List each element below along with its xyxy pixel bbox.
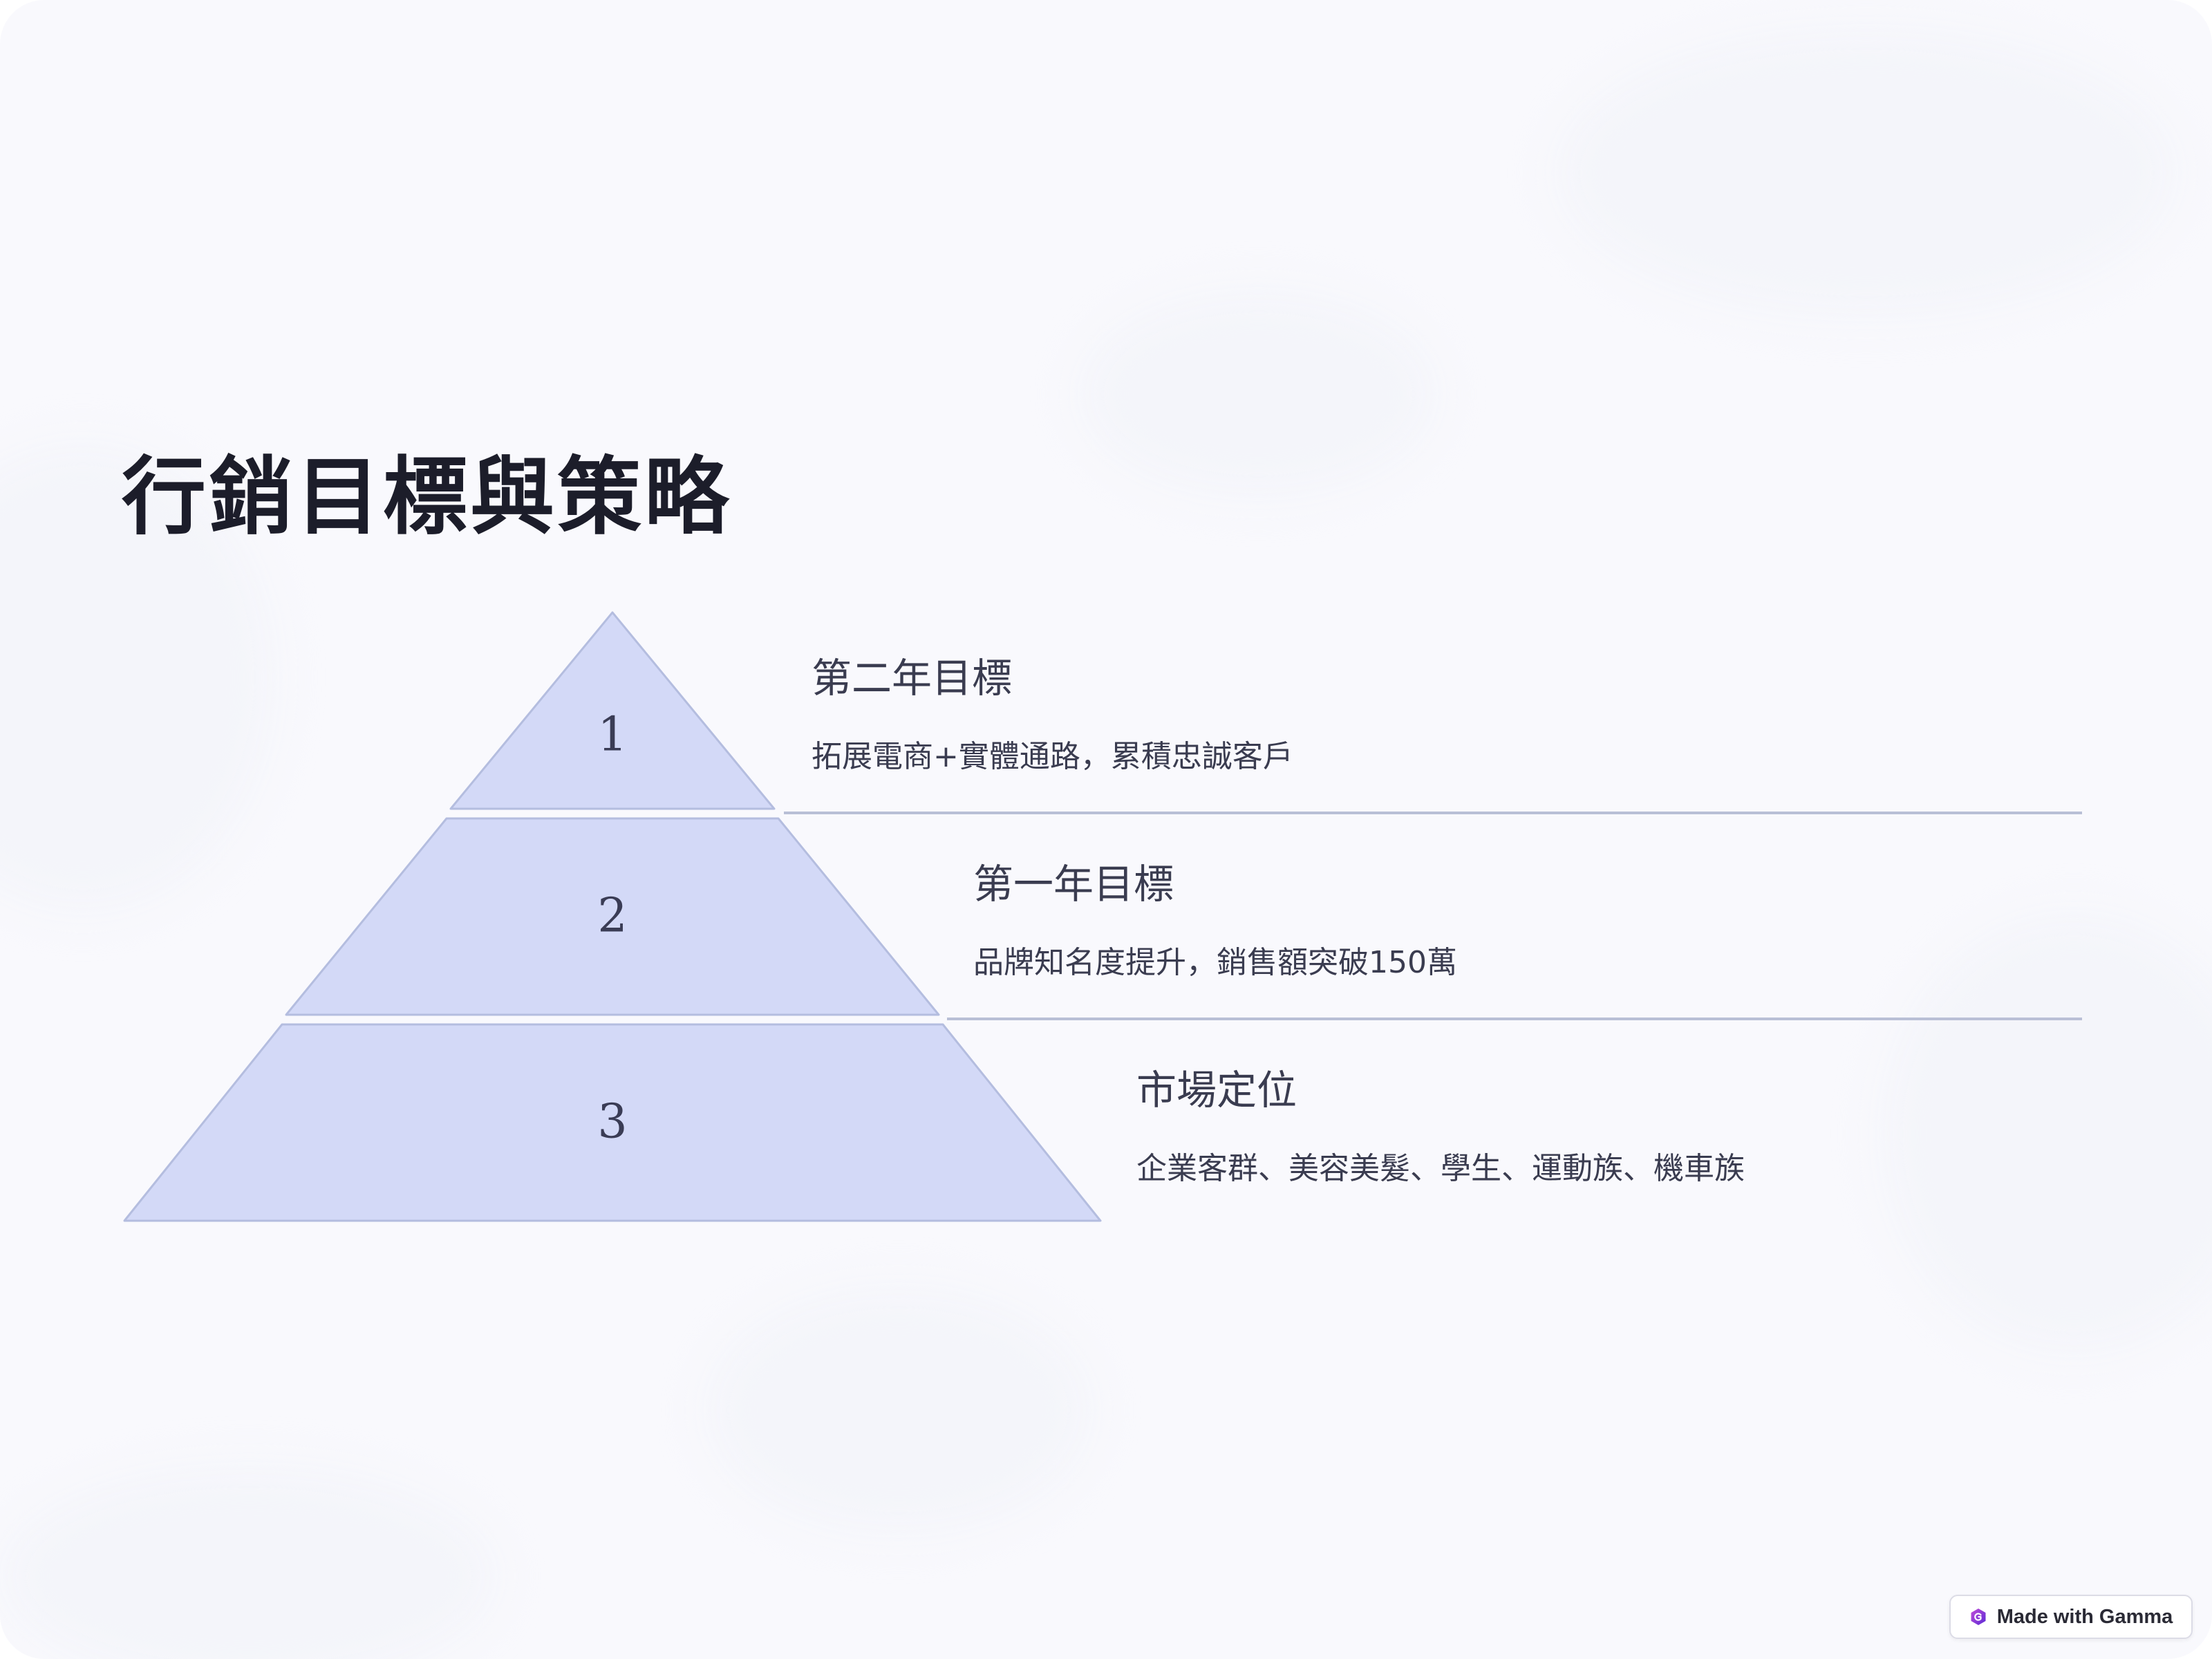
level-heading: 市場定位: [1136, 1067, 1297, 1114]
pyramid-level-3: [123, 1023, 1102, 1222]
level-description: 品牌知名度提升，銷售額突破150萬: [973, 945, 1457, 980]
background-blob: [0, 1465, 498, 1659]
level-number: 1: [597, 708, 627, 762]
gamma-logo-icon: [1971, 1609, 1986, 1625]
badge-label: Made with Gamma: [1996, 1605, 2173, 1628]
background-blob: [1078, 290, 1438, 498]
level-description: 企業客群、美容美髮、學生、運動族、機車族: [1136, 1151, 1745, 1186]
level-heading: 第二年目標: [812, 655, 1013, 702]
background-blob: [1555, 28, 2177, 318]
background-blob: [705, 1286, 1092, 1535]
level-description: 拓展電商+實體通路，累積忠誠客戶: [812, 739, 1293, 774]
made-with-gamma-badge[interactable]: Made with Gamma: [1949, 1595, 2193, 1639]
pyramid-level-2: [285, 817, 940, 1016]
level-heading: 第一年目標: [973, 861, 1174, 908]
level-number: 2: [597, 889, 627, 944]
pyramid-level-1: [449, 611, 776, 810]
background-blob: [1880, 912, 2212, 1355]
level-number: 3: [597, 1095, 627, 1150]
page-title: 行銷目標與策略: [122, 448, 731, 546]
